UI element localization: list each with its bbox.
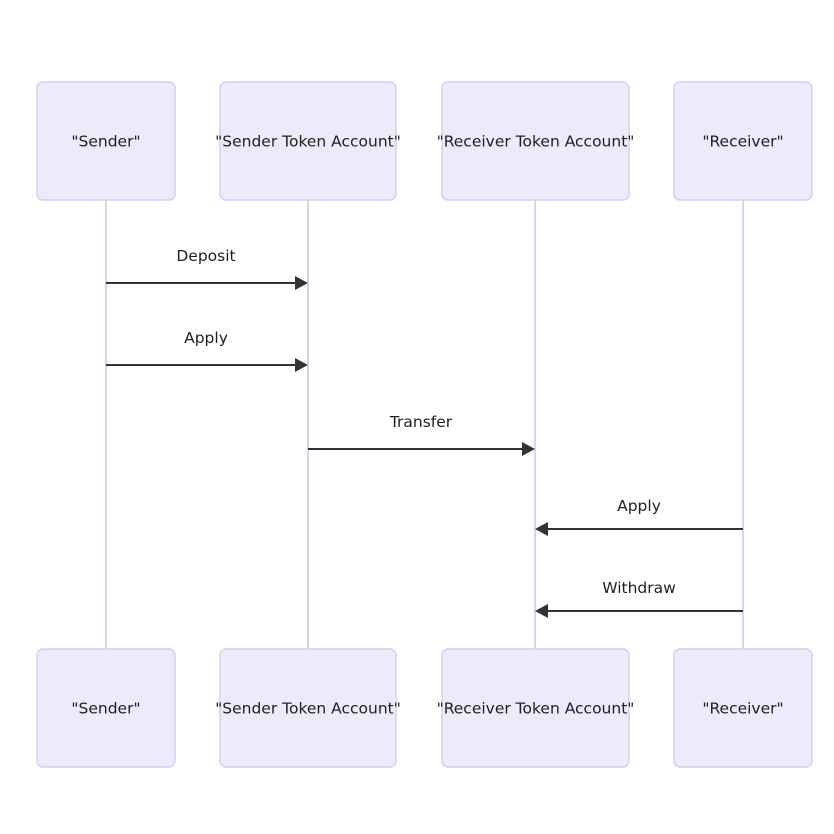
message-3-transfer[interactable]: Transfer	[308, 413, 535, 456]
actor-label-sender-token-account-top: "Sender Token Account"	[215, 133, 401, 151]
message-arrowhead-2	[295, 358, 308, 372]
actor-sender-token-account-bottom[interactable]: "Sender Token Account"	[215, 648, 401, 768]
actor-box-receiver-bottom	[673, 648, 813, 768]
message-5-withdraw[interactable]: Withdraw	[535, 579, 743, 618]
actor-box-sender-token-account-top	[219, 81, 397, 201]
actor-box-sender-token-account-bottom	[219, 648, 397, 768]
actor-label-sender-token-account-bottom: "Sender Token Account"	[215, 700, 401, 718]
message-arrowhead-1	[295, 276, 308, 290]
actor-receiver-top[interactable]: "Receiver"	[673, 81, 813, 201]
message-label-2: Apply	[184, 329, 228, 347]
actors-bottom-layer: "Sender" "Sender Token Account" "Receiver …	[36, 648, 813, 768]
actor-sender-token-account-top[interactable]: "Sender Token Account"	[215, 81, 401, 201]
actor-box-sender-top	[36, 81, 176, 201]
actor-receiver-bottom[interactable]: "Receiver"	[673, 648, 813, 768]
message-label-1: Deposit	[176, 247, 235, 265]
actor-label-sender-bottom: "Sender"	[71, 700, 140, 718]
actor-box-receiver-top	[673, 81, 813, 201]
actor-label-receiver-bottom: "Receiver"	[702, 700, 783, 718]
message-arrowhead-3	[522, 442, 535, 456]
message-label-3: Transfer	[389, 413, 453, 431]
actor-label-receiver-top: "Receiver"	[702, 133, 783, 151]
actor-sender-top[interactable]: "Sender"	[36, 81, 176, 201]
lifelines-layer	[105, 200, 744, 649]
actor-box-receiver-token-account-top	[441, 81, 630, 201]
message-2-apply[interactable]: Apply	[106, 329, 308, 372]
message-label-4: Apply	[617, 497, 661, 515]
actor-receiver-token-account-bottom[interactable]: "Receiver Token Account"	[437, 648, 635, 768]
actor-label-sender-top: "Sender"	[71, 133, 140, 151]
actor-box-receiver-token-account-bottom	[441, 648, 630, 768]
actor-box-sender-bottom	[36, 648, 176, 768]
actors-top-layer: "Sender" "Sender Token Account" "Receiver …	[36, 81, 813, 201]
message-label-5: Withdraw	[602, 579, 676, 597]
message-4-apply[interactable]: Apply	[535, 497, 743, 536]
message-arrowhead-4	[535, 522, 548, 536]
actor-receiver-token-account-top[interactable]: "Receiver Token Account"	[437, 81, 635, 201]
message-arrowhead-5	[535, 604, 548, 618]
message-1-deposit[interactable]: Deposit	[106, 247, 308, 290]
actor-sender-bottom[interactable]: "Sender"	[36, 648, 176, 768]
actor-label-receiver-token-account-top: "Receiver Token Account"	[437, 133, 635, 151]
actor-label-receiver-token-account-bottom: "Receiver Token Account"	[437, 700, 635, 718]
